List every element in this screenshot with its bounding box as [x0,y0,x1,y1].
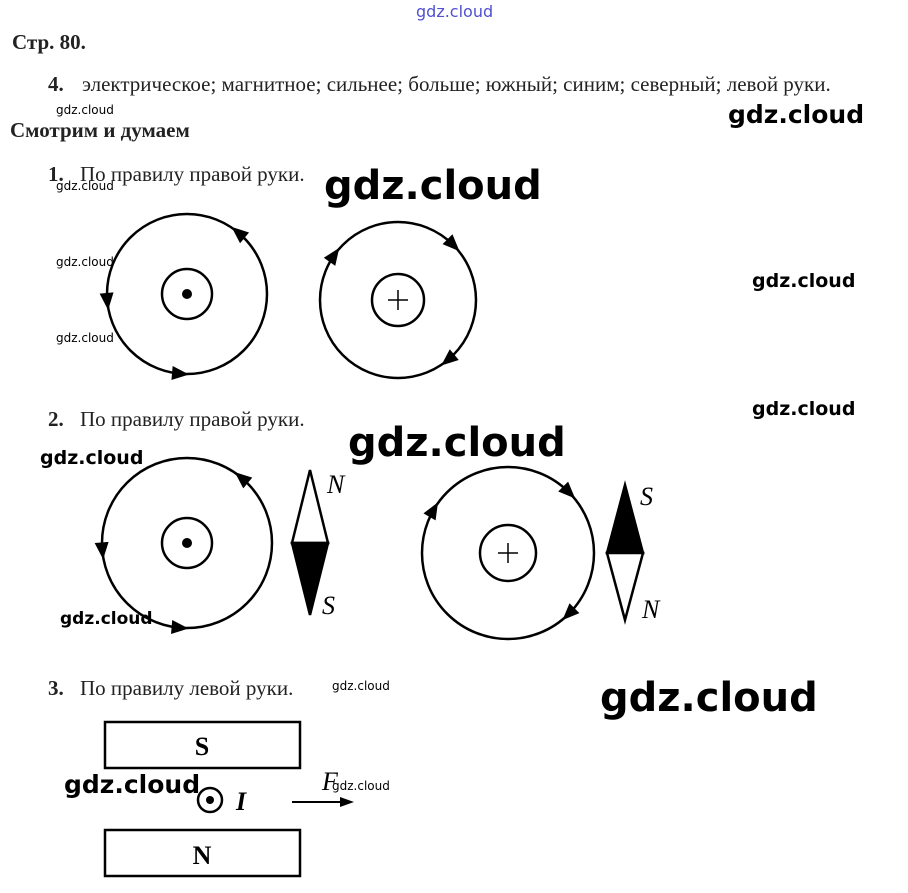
direction-arrowhead [94,541,109,560]
watermark: gdz.cloud [348,420,566,466]
direction-arrowhead [562,603,580,621]
current-label: I [235,787,247,816]
direction-arrowhead [231,226,250,244]
compass-right-top-label: S [640,482,653,511]
q2-number: 2. [48,407,64,431]
direction-arrowhead [423,502,439,521]
field-line-circle [318,220,478,380]
magnet-north [103,828,302,878]
watermark: gdz.cloud [324,163,542,209]
q1-text: По правилу правой руки. [80,162,305,186]
watermark: gdz.cloud [600,675,818,721]
watermark: gdz.cloud [752,398,856,420]
compass-right-bottom-label: N [641,595,661,624]
watermark: gdz.cloud [60,609,153,629]
conductor-circle [160,267,214,321]
magnet-south-label: S [195,732,209,761]
watermark: gdz.cloud [56,103,114,117]
magnet-north-label: N [193,841,212,870]
field-lines-figure-1 [94,212,596,641]
watermark: gdz.cloud [56,179,114,193]
conductor-circle [160,516,214,570]
force-arrowhead [340,797,354,807]
q2-text: По правилу правой руки. [80,407,305,431]
direction-arrowhead [234,472,253,489]
compass-left-top-label: N [326,470,346,499]
current-out-symbol [196,786,224,814]
compass-right [605,480,645,625]
direction-arrowhead [323,247,340,266]
direction-arrowhead [99,292,114,310]
conductor-circle [478,523,538,583]
current-out-dot [182,538,192,548]
watermark: gdz.cloud [56,331,114,345]
current-out-dot [182,289,192,299]
current-dot [206,796,214,804]
item-4-text: электрическое; магнитное; сильнее; больш… [82,72,831,96]
watermark: gdz.cloud [64,770,201,799]
current-in-cross [498,543,518,563]
section-title: Смотрим и думаем [10,118,190,142]
magnet-south [103,720,302,770]
watermark: gdz.cloud [56,255,114,269]
watermark: gdz.cloud [40,447,144,469]
direction-arrowhead [442,234,460,252]
force-label: F [321,767,339,796]
watermark: gdz.cloud [332,679,390,693]
current-in-cross [388,290,408,310]
page-label: Стр. 80. [12,30,86,54]
watermark: gdz.cloud [752,270,856,292]
item-4-number: 4. [48,72,64,96]
watermark: gdz.cloud [728,100,865,129]
direction-arrowhead [171,620,189,634]
q1-number: 1. [48,162,64,186]
conductor-circle [370,272,426,328]
direction-arrowhead [171,366,189,380]
q3-text: По правилу левой руки. [80,676,294,700]
compass-left [290,469,330,616]
compass-left-bottom-label: S [322,591,335,620]
direction-arrowhead [441,349,459,366]
direction-arrowhead [558,481,576,499]
q3-number: 3. [48,676,64,700]
watermark: gdz.cloud [332,779,390,793]
field-line-circle [420,465,596,641]
watermark: gdz.cloud [416,2,494,21]
